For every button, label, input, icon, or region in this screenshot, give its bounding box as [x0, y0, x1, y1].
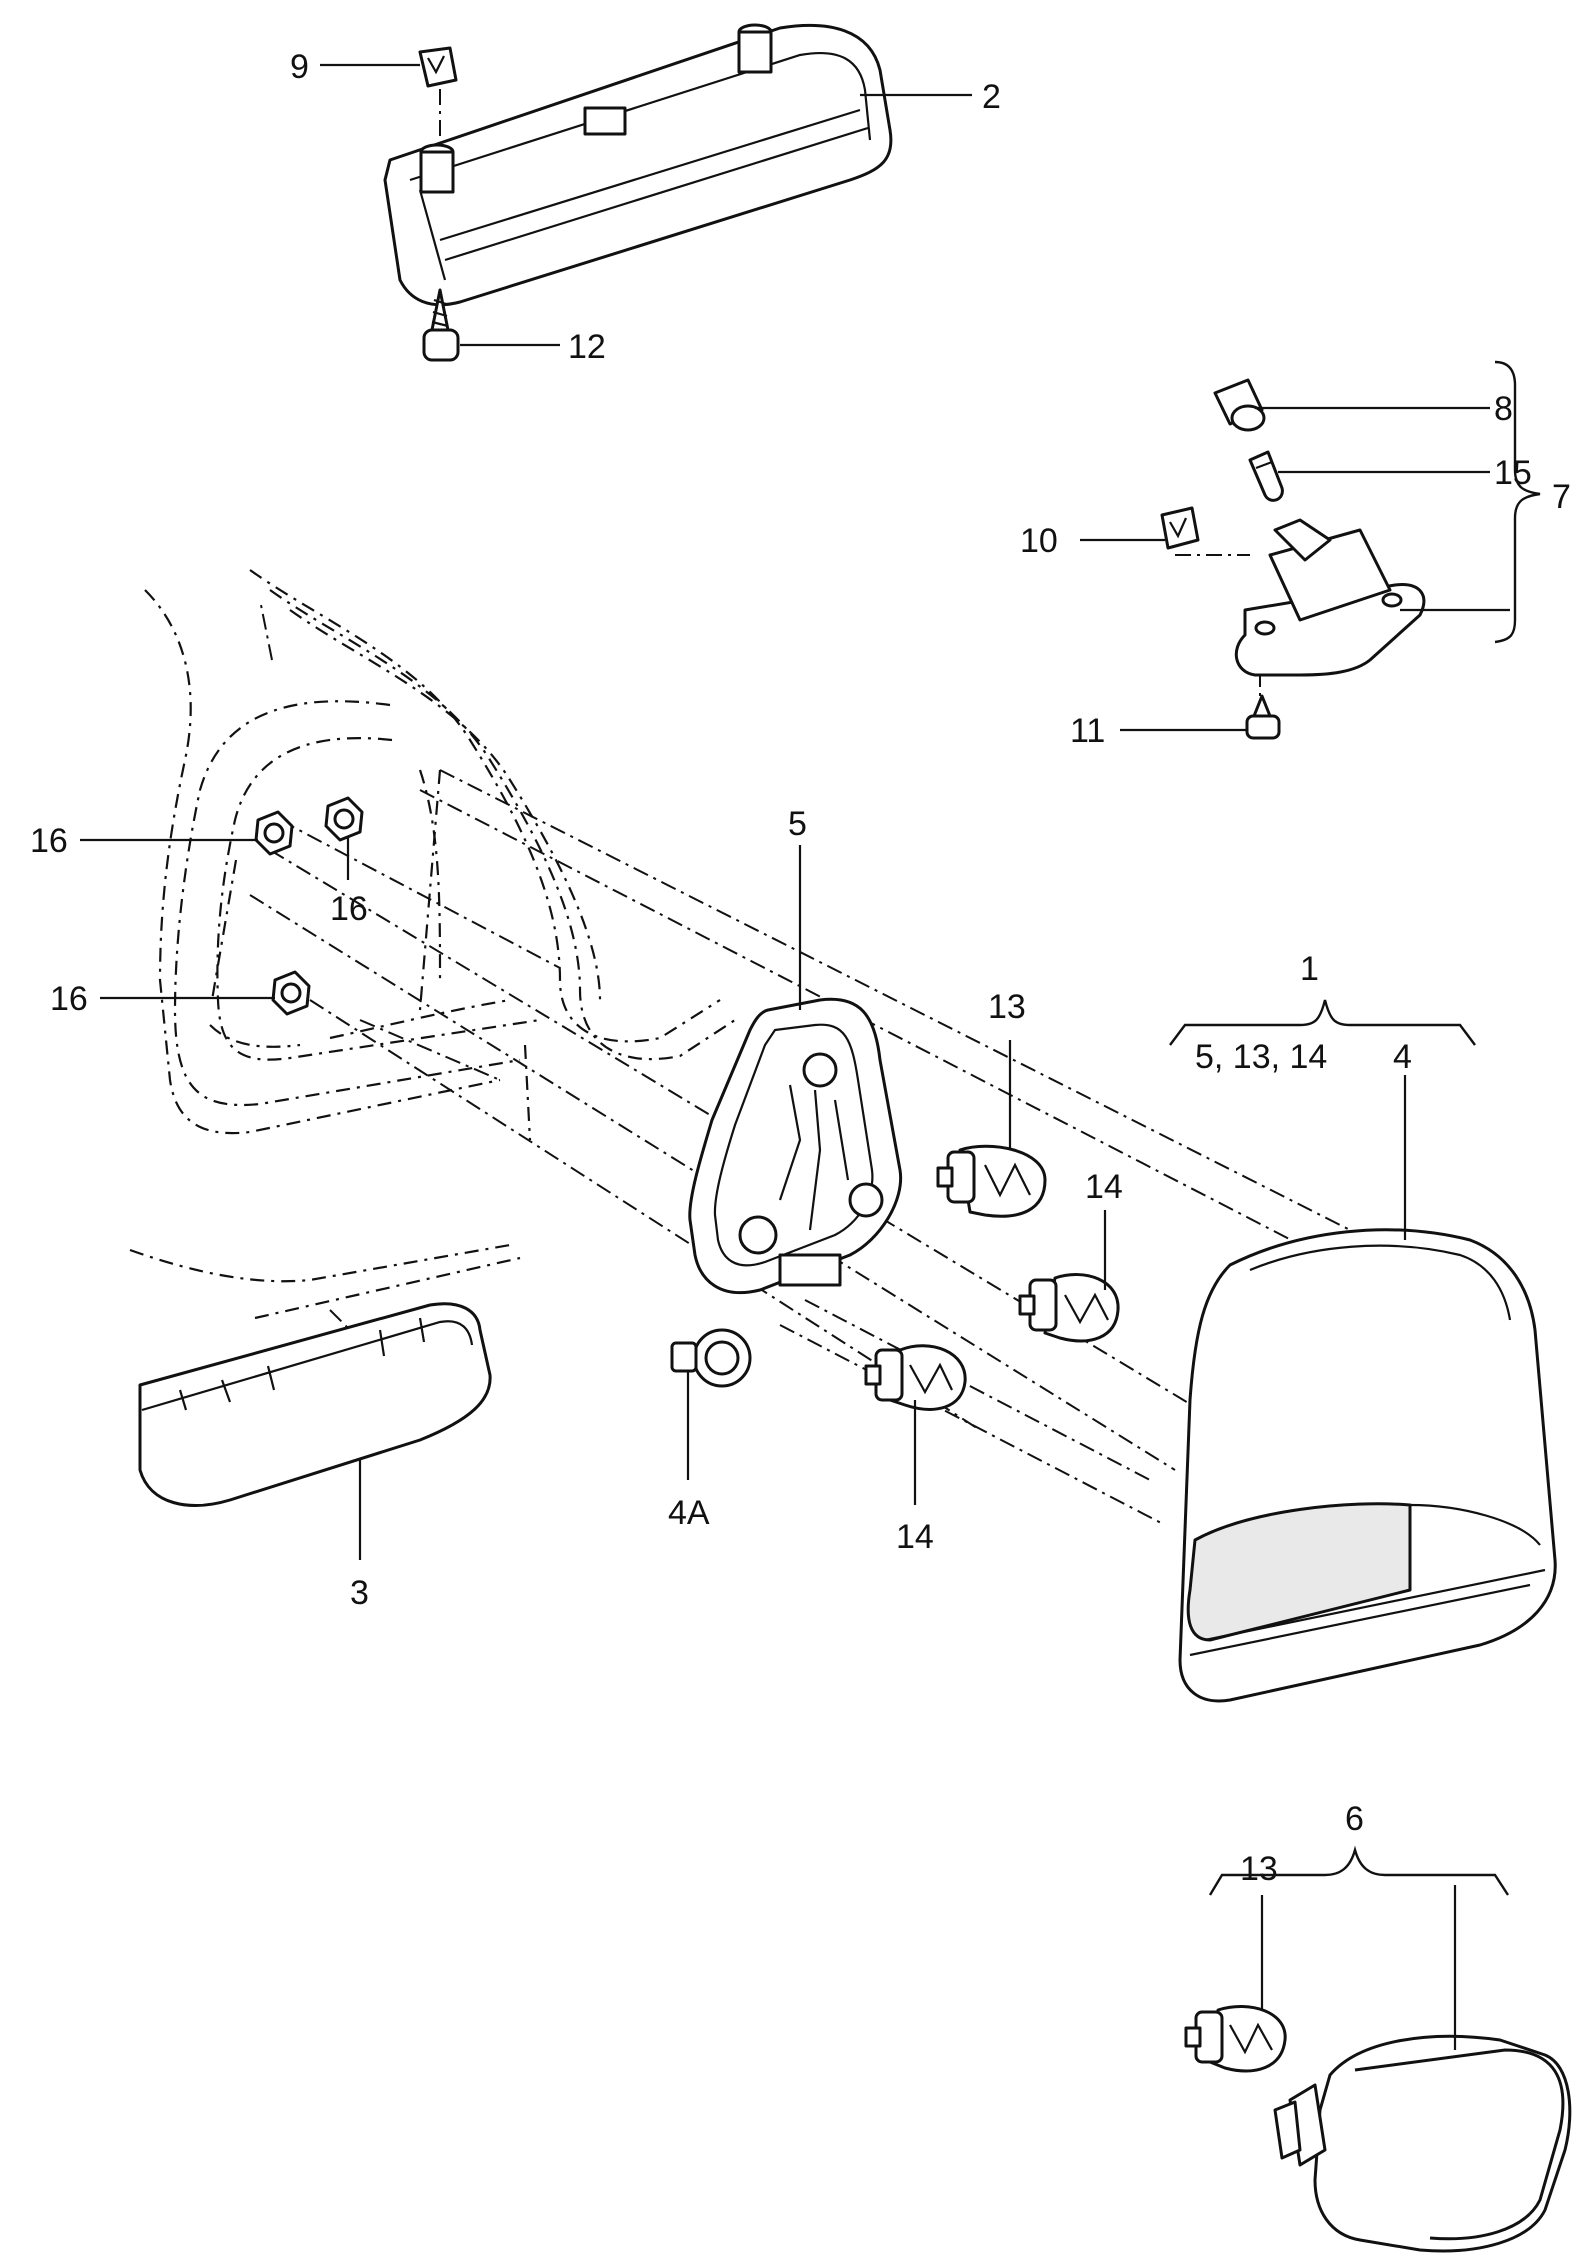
callout-2: 2 — [982, 78, 1001, 116]
high-mount-brake-light — [383, 23, 893, 307]
side-marker-6 — [1273, 2034, 1572, 2253]
callout-4: 4 — [1393, 1038, 1412, 1076]
screw-12 — [422, 288, 460, 362]
callout-4a: 4A — [668, 1494, 710, 1532]
bulb-14-lower — [864, 1344, 967, 1411]
callout-8: 8 — [1494, 390, 1513, 428]
bulb-carrier-5 — [688, 997, 903, 1295]
callout-16-b: 16 — [330, 890, 368, 928]
callout-3: 3 — [350, 1574, 369, 1612]
bulb-13-lower — [1184, 2005, 1287, 2073]
socket-4a — [670, 1328, 752, 1388]
braces — [1169, 360, 1541, 1896]
tail-light-lens-4 — [1178, 1228, 1557, 1703]
nut-16-c — [271, 970, 311, 1016]
license-plate-light — [1234, 518, 1426, 677]
leader-lines — [80, 63, 1510, 2050]
screw-11 — [1245, 694, 1281, 740]
nut-16-b — [324, 796, 364, 842]
callout-11: 11 — [1070, 712, 1105, 750]
nut-16-a — [254, 810, 294, 856]
callout-12: 12 — [568, 328, 606, 366]
callout-1-group: 5, 13, 14 — [1195, 1038, 1327, 1076]
small-bulb-15 — [1248, 450, 1284, 502]
callout-6: 6 — [1345, 1800, 1364, 1838]
callout-5: 5 — [788, 805, 807, 843]
clip-9 — [418, 46, 458, 88]
callout-10: 10 — [1020, 522, 1058, 560]
callout-13-main: 13 — [988, 988, 1026, 1026]
callout-7: 7 — [1552, 478, 1571, 516]
clip-10 — [1160, 506, 1200, 550]
callout-16-c: 16 — [50, 980, 88, 1018]
callout-9: 9 — [290, 48, 309, 86]
bulb-13-main — [936, 1144, 1047, 1218]
callout-labels: 9 2 12 8 15 7 10 11 16 16 16 5 1 5, 13, … — [30, 48, 1571, 1888]
bulb-holder-8 — [1213, 378, 1266, 432]
callout-15: 15 — [1494, 454, 1532, 492]
vehicle-body-outline — [129, 569, 736, 1320]
callout-1: 1 — [1300, 950, 1319, 988]
bulb-14-upper — [1018, 1273, 1120, 1343]
callout-14-upper: 14 — [1085, 1168, 1123, 1206]
callout-16-a: 16 — [30, 822, 68, 860]
callout-14-lower: 14 — [896, 1518, 934, 1556]
callout-13-lower: 13 — [1240, 1850, 1278, 1888]
reflector-3 — [138, 1302, 492, 1507]
